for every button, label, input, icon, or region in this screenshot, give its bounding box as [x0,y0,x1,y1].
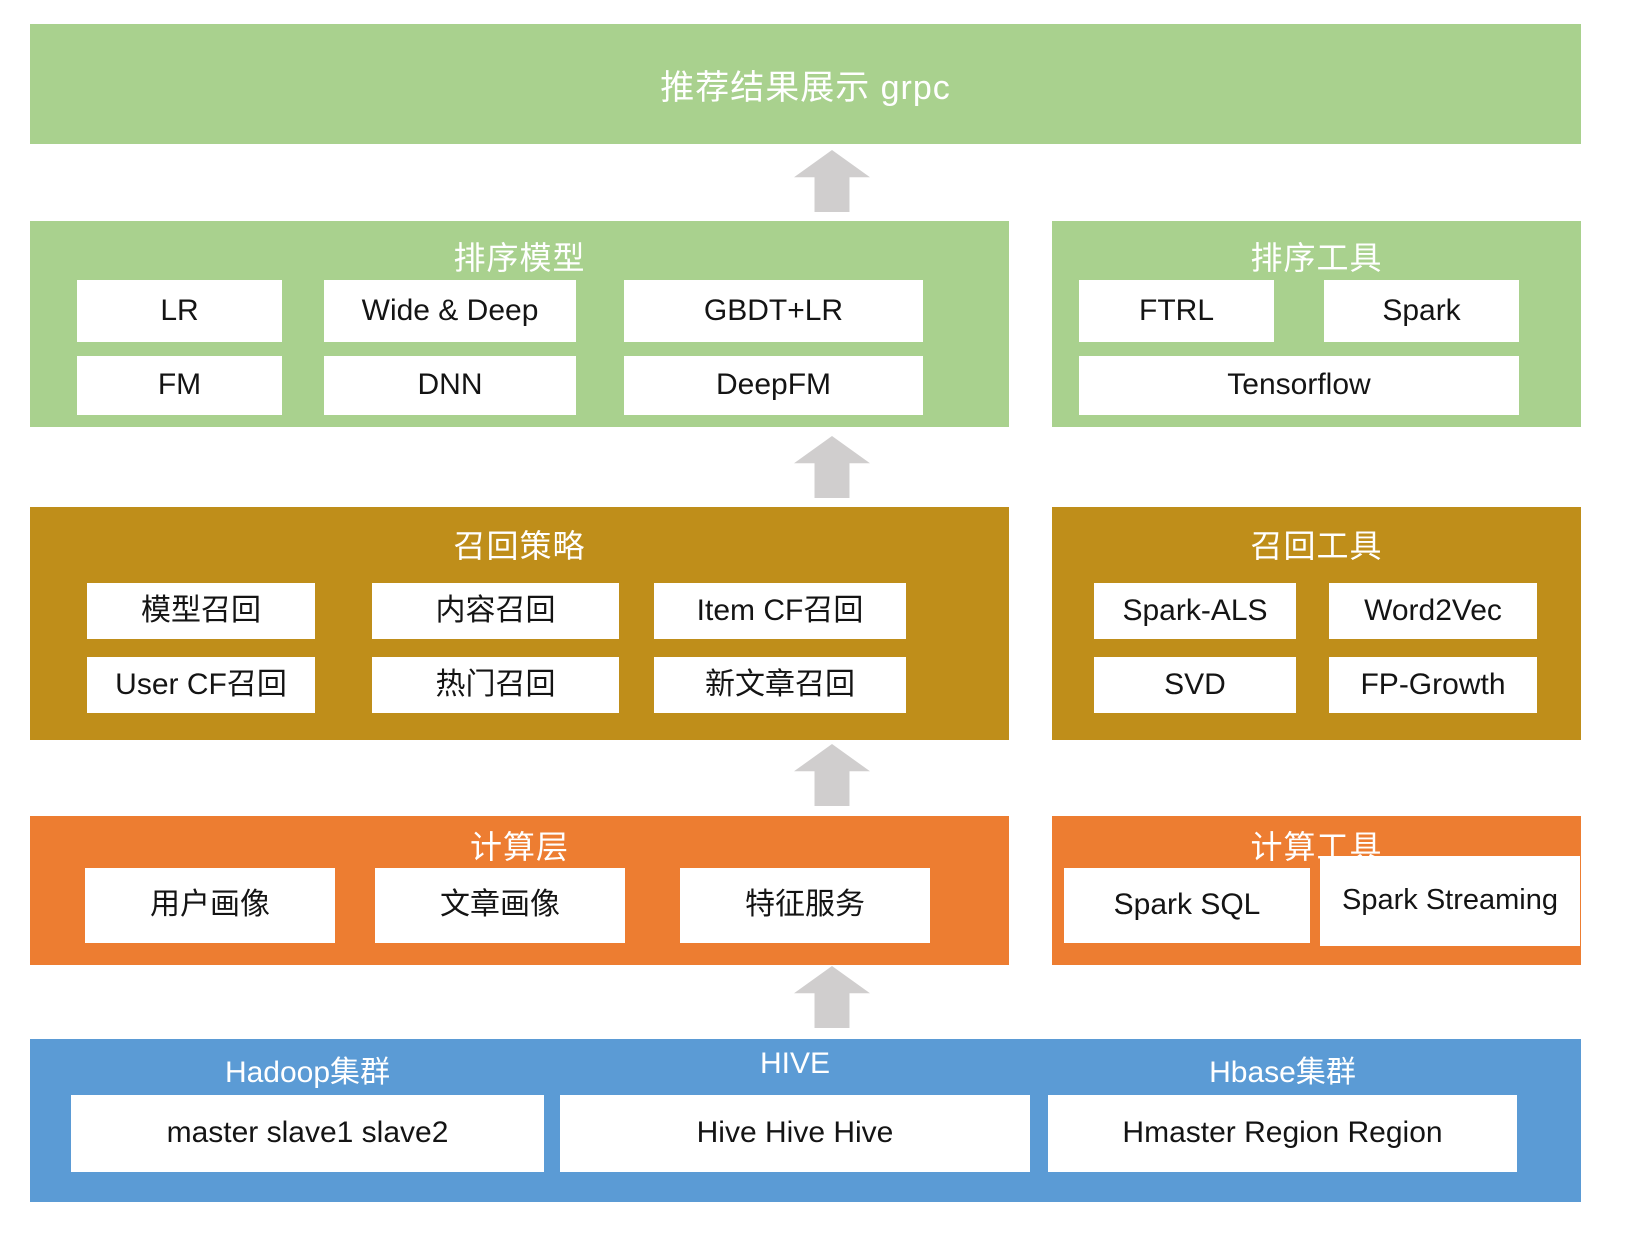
recall-tools-panel: 召回工具 Spark-ALS Word2Vec SVD FP-Growth [1052,507,1581,740]
item-chip: 用户画像 [85,868,335,943]
item-chip: Spark Streaming [1320,856,1580,946]
item-chip: FP-Growth [1329,657,1537,713]
section-title: HIVE [759,1047,831,1080]
item-chip: Word2Vec [1329,583,1537,639]
item-chip: 热门召回 [372,657,619,713]
item-chip: Hive Hive Hive [560,1095,1030,1172]
panel-title: 排序模型 [453,240,586,276]
ranking-models-panel: 排序模型 LR Wide & Deep GBDT+LR FM DNN DeepF… [30,221,1009,427]
panel-title: 计算层 [469,829,569,865]
section-title: Hadoop集群 [224,1056,391,1089]
item-chip: Tensorflow [1079,356,1519,415]
item-chip: Item CF召回 [654,583,906,639]
compute-layer-panel: 计算层 用户画像 文章画像 特征服务 [30,816,1009,965]
item-chip: master slave1 slave2 [71,1095,544,1172]
up-arrow-icon [794,744,870,806]
item-chip: Wide & Deep [324,280,576,342]
panel-title: 排序工具 [1250,240,1383,276]
item-chip: 新文章召回 [654,657,906,713]
ranking-tools-panel: 排序工具 FTRL Spark Tensorflow [1052,221,1581,427]
up-arrow-icon [794,150,870,212]
item-chip: 模型召回 [87,583,315,639]
item-chip: Hmaster Region Region [1048,1095,1517,1172]
item-chip: SVD [1094,657,1296,713]
item-chip: DNN [324,356,576,415]
item-chip: FM [77,356,282,415]
item-chip: Spark SQL [1064,868,1310,943]
item-chip: FTRL [1079,280,1274,342]
result-display-label: 推荐结果展示 grpc [660,68,951,107]
item-chip: 内容召回 [372,583,619,639]
section-title: Hbase集群 [1209,1056,1356,1089]
item-chip: LR [77,280,282,342]
storage-bar: Hadoop集群 HIVE Hbase集群 master slave1 slav… [30,1039,1581,1202]
recall-strategies-panel: 召回策略 模型召回 内容召回 Item CF召回 User CF召回 热门召回 … [30,507,1009,740]
panel-title: 召回策略 [453,528,586,564]
compute-tools-panel: 计算工具 Spark SQL Spark Streaming [1052,816,1581,965]
item-chip: 特征服务 [680,868,930,943]
item-chip: 文章画像 [375,868,625,943]
up-arrow-icon [794,966,870,1028]
up-arrow-icon [794,436,870,498]
item-chip: DeepFM [624,356,923,415]
result-display-bar: 推荐结果展示 grpc [30,24,1581,144]
item-chip: User CF召回 [87,657,315,713]
panel-title: 召回工具 [1250,528,1383,564]
item-chip: Spark [1324,280,1519,342]
item-chip: Spark-ALS [1094,583,1296,639]
item-chip: GBDT+LR [624,280,923,342]
